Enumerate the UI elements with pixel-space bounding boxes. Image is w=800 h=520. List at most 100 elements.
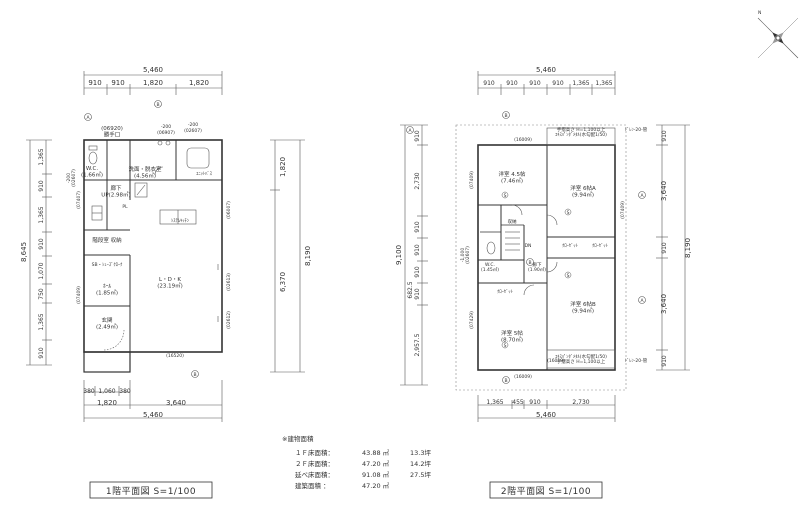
f1-bottom-dim-b1: 1,820 bbox=[97, 399, 117, 407]
f1-room-pl: PL bbox=[122, 204, 128, 210]
f2-s-marker-1: S bbox=[501, 191, 509, 199]
f2-note-tesuri-bottom: ｴｷｽﾊﾟﾝﾀﾞﾒﾀﾙ(水勾配1/50)手摺高さ H=1,100以上 bbox=[555, 353, 607, 365]
area-row-1-tsubo: 13.3坪 bbox=[410, 449, 431, 457]
f1-room-senmen: 洗面・脱衣室(4.56㎡) bbox=[128, 165, 162, 179]
f1-walls bbox=[83, 139, 223, 373]
area-row-3-sqm: 91.08 ㎡ bbox=[362, 470, 390, 479]
svg-text:S: S bbox=[504, 193, 507, 199]
f2-s-marker-4: S bbox=[501, 341, 509, 349]
f1-title-frame bbox=[89, 481, 213, 499]
f1-room-wc: W.C.(1.66㎡) bbox=[81, 166, 103, 178]
f2-left-dim-2: 2,730 bbox=[414, 172, 421, 189]
area-row-3-label: 延べ床面積： bbox=[295, 470, 334, 479]
floor2-left-dimensions bbox=[400, 124, 428, 386]
f1-bottom-dim-b2: 3,640 bbox=[166, 399, 186, 407]
f2-fixtures bbox=[486, 204, 558, 296]
f2-left-total: 9,100 bbox=[395, 245, 403, 265]
f2-grid-marker-b-bottom: B bbox=[502, 376, 510, 384]
f1-note-200b: -200 bbox=[161, 124, 171, 130]
f2-note-drain-bottom: ﾄﾞﾚﾝ-20-管 bbox=[625, 357, 648, 364]
f2-room-youshitsu5: 洋室 5帖(8.70㎡) bbox=[501, 329, 523, 343]
f1-top-dim-2: 910 bbox=[111, 79, 124, 87]
svg-text:A: A bbox=[640, 298, 644, 304]
f1-note-200c: -200(02607) bbox=[66, 169, 77, 187]
f2-bottom-dim-3: 910 bbox=[529, 399, 541, 406]
f1-right-dim-1: 1,820 bbox=[279, 157, 287, 177]
f1-room-ut: ﾕﾆｯﾄﾊﾞｽ bbox=[196, 170, 212, 177]
f2-right-dim-5: 910 bbox=[661, 355, 668, 367]
f2-room-closet3: ｸﾛｰｾﾞｯﾄ bbox=[497, 288, 513, 295]
f2-room-youshitsu6b: 洋室 6帖B(9.94㎡) bbox=[570, 300, 596, 314]
floor2-top-dimensions bbox=[477, 71, 616, 95]
f1-top-dim-1: 910 bbox=[88, 79, 101, 87]
f1-title: 1階平面図 S=1/100 bbox=[106, 486, 196, 497]
f1-left-dim-7: 1,365 bbox=[38, 313, 45, 330]
f1-left-dim-1: 1,365 bbox=[38, 148, 45, 165]
f1-right-total: 8,190 bbox=[304, 246, 312, 266]
f1-bottom-dim-a3: 380 bbox=[119, 388, 131, 395]
f2-roof-outline bbox=[455, 124, 627, 391]
f2-bottom-dim-2: 455 bbox=[512, 399, 524, 406]
f2-left-dim-5: 910 bbox=[414, 266, 421, 278]
f2-note-16009b: (16009) bbox=[514, 374, 532, 380]
f1-fixtures bbox=[88, 140, 219, 351]
f2-title: 2階平面図 S=1/100 bbox=[501, 486, 591, 497]
floor1-plan: 5,460 910 910 1,820 1,820 8,645 1,365 91… bbox=[20, 66, 312, 499]
floor1-top-dimensions bbox=[83, 71, 223, 95]
f2-grid-marker-b-top: B bbox=[502, 111, 510, 119]
f2-right-dim-2: 3,640 bbox=[660, 181, 668, 201]
f2-left-dim-7: 2,957.5 bbox=[414, 333, 421, 356]
svg-text:A: A bbox=[86, 115, 90, 121]
f2-right-dim-3: 910 bbox=[661, 242, 668, 254]
f2-grid-marker-a-left: A bbox=[406, 126, 414, 134]
f2-note-16019: (16019) bbox=[547, 358, 565, 364]
f2-room-dn: DN bbox=[525, 243, 532, 249]
f1-room-kaidan: 階段室 収納 bbox=[92, 236, 122, 244]
f1-left-dim-5: 1,070 bbox=[38, 262, 45, 279]
f2-note-07429: (07429) bbox=[469, 311, 475, 329]
f2-bottom-total: 5,460 bbox=[536, 411, 556, 419]
f2-left-dim-6: 910 bbox=[414, 288, 421, 300]
svg-text:B: B bbox=[193, 372, 196, 378]
f1-room-system-kitchen: ｼｽﾃﾑｷｯﾁﾝ bbox=[171, 218, 190, 224]
f2-right-dim-1: 910 bbox=[661, 130, 668, 142]
f1-room-genkan: 玄関(2.49㎡) bbox=[96, 316, 118, 330]
f2-note-tesuri-top: 手摺高さ H=1,100以上ｴｷｽﾊﾟﾝﾀﾞﾒﾀﾙ(水勾配1/50) bbox=[555, 126, 607, 138]
f2-grid-marker-a-right-2: A bbox=[638, 296, 646, 304]
f2-s-marker-3: S bbox=[564, 271, 572, 279]
svg-text:B: B bbox=[504, 378, 507, 384]
svg-text:S: S bbox=[504, 343, 507, 349]
f1-room-hall: ﾎｰﾙ(1.85㎡) bbox=[96, 283, 118, 296]
compass-north-label: N bbox=[758, 10, 761, 16]
f1-grid-marker-b-bottom: B bbox=[191, 370, 199, 378]
f1-note-02612: (02612) bbox=[226, 311, 232, 329]
floor1-left-dimensions bbox=[26, 139, 52, 366]
f1-bottom-total: 5,460 bbox=[143, 411, 163, 419]
f1-note-07409: (07409) bbox=[76, 286, 82, 304]
f2-top-dim-6: 1,365 bbox=[595, 80, 612, 87]
floor2-right-dimensions bbox=[656, 124, 690, 371]
svg-text:B: B bbox=[156, 102, 159, 108]
f1-note-200a: -200 bbox=[188, 122, 198, 128]
f1-top-dim-3: 1,820 bbox=[143, 79, 163, 87]
f1-note-02613: (02613) bbox=[226, 273, 232, 291]
f1-left-dim-8: 910 bbox=[38, 347, 45, 359]
f2-top-dim-3: 910 bbox=[529, 80, 541, 87]
f1-grid-marker-b-top: B bbox=[154, 100, 162, 108]
f1-note-06907: (06907) bbox=[157, 130, 175, 136]
f1-bottom-dim-a1: 380 bbox=[83, 388, 95, 395]
f1-note-02607: (02607) bbox=[184, 128, 202, 134]
area-row-3-tsubo: 27.5坪 bbox=[410, 471, 431, 479]
area-heading: ※建物面積 bbox=[282, 434, 314, 443]
floor2-bottom-dimensions bbox=[477, 395, 616, 422]
f2-note-1000: -1,000(02607) bbox=[460, 246, 471, 264]
f2-left-dim-1: 910 bbox=[414, 130, 421, 142]
f2-right-total: 8,190 bbox=[684, 238, 692, 258]
floor1-bottom-dimensions bbox=[83, 380, 223, 422]
f2-bottom-dim-1: 1,365 bbox=[486, 399, 503, 406]
f2-room-youshitsu6a: 洋室 6帖A(9.94㎡) bbox=[570, 184, 596, 198]
f2-grid-marker-a-right-1: A bbox=[638, 191, 646, 199]
f2-balcony-top bbox=[546, 127, 616, 146]
